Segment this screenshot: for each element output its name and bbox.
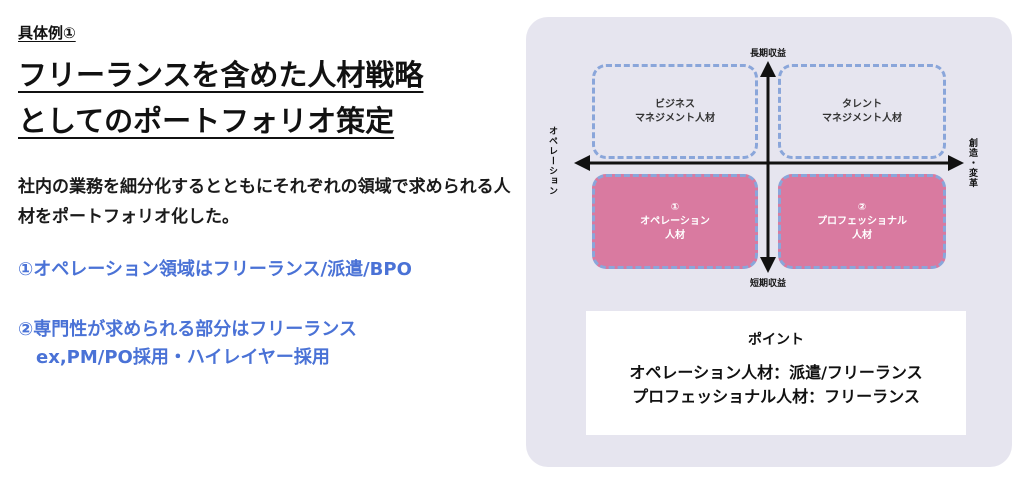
title-line-2: としてのポートフォリオ策定 — [18, 104, 395, 138]
quadrant-label: マネジメント人材 — [822, 112, 902, 124]
axis-label-top: 長期収益 — [750, 49, 787, 59]
point-box-heading: ポイント — [748, 332, 804, 348]
axis-label-left: オペレーション — [547, 126, 557, 196]
example-label: 具体例① — [18, 24, 76, 42]
quadrant-label: プロフェッショナル — [817, 215, 907, 227]
axis-label-right: 創造・変革 — [967, 138, 977, 188]
title-line-1: フリーランスを含めた人材戦略 — [18, 58, 424, 92]
quadrant-label: オペレーション — [640, 215, 710, 227]
quadrant-operation: ① オペレーション 人材 — [592, 174, 758, 269]
point-box-line-1: オペレーション人材：派遣/フリーランス — [629, 363, 923, 382]
quadrant-label: タレント — [842, 98, 882, 110]
axes — [574, 61, 964, 273]
description: 社内の業務を細分化するとともにそれぞれの領域で求められる人材をポートフォリオ化し… — [18, 177, 511, 227]
axis-label-bottom: 短期収益 — [750, 279, 787, 289]
arrow-right-icon — [948, 155, 964, 171]
point-2-line-1: ②専門性が求められる部分はフリーランス — [18, 319, 357, 340]
quadrant-label: マネジメント人材 — [635, 112, 715, 124]
point-1: ①オペレーション領域はフリーランス/派遣/BPO — [18, 259, 412, 280]
point-2: ②専門性が求められる部分はフリーランス ex,PM/PO採用・ハイレイヤー採用 — [18, 316, 357, 372]
quadrant-number: ① — [670, 201, 680, 213]
quadrant-talent-management: タレント マネジメント人材 — [778, 64, 946, 159]
arrow-left-icon — [574, 155, 590, 171]
quadrant-business-management: ビジネス マネジメント人材 — [592, 64, 758, 159]
quadrant-professional: ② プロフェッショナル 人材 — [778, 174, 946, 269]
quadrant-label: ビジネス — [655, 98, 695, 110]
point-box: ポイント オペレーション人材：派遣/フリーランス プロフェッショナル人材：フリー… — [586, 311, 966, 435]
quadrant-label: 人材 — [852, 229, 872, 241]
arrow-down-icon — [760, 257, 776, 273]
arrow-up-icon — [760, 61, 776, 77]
quadrant-label: 人材 — [665, 229, 685, 241]
point-2-line-2: ex,PM/PO採用・ハイレイヤー採用 — [36, 347, 330, 368]
page-title: フリーランスを含めた人材戦略 としてのポートフォリオ策定 — [18, 52, 423, 144]
point-box-line-2: プロフェッショナル人材：フリーランス — [632, 387, 920, 406]
quadrant-number: ② — [857, 201, 867, 213]
